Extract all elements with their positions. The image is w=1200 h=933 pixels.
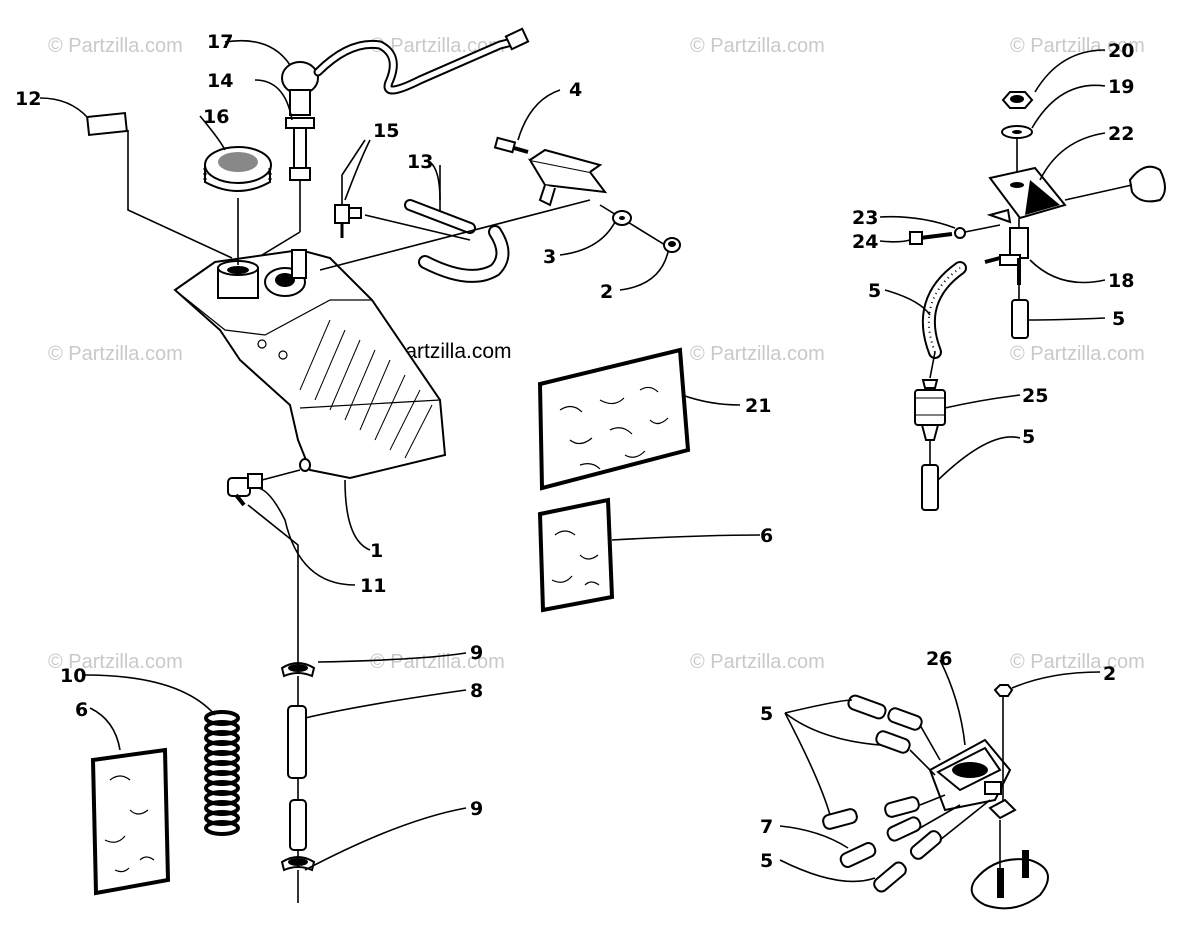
hose-clamp-lower — [280, 856, 316, 872]
watermark: © Partzilla.com — [1010, 651, 1145, 673]
tank-shading — [299, 319, 433, 459]
callout-6: 6 — [75, 699, 88, 721]
callout-9: 9 — [470, 798, 483, 820]
callout-3: 3 — [543, 246, 556, 268]
callout-5: 5 — [760, 850, 773, 872]
callout-21: 21 — [745, 395, 771, 417]
watermark: © Partzilla.com — [370, 651, 505, 673]
vent-fitting — [334, 204, 362, 238]
watermarks: © Partzilla.com © Partzilla.com © Partzi… — [48, 35, 1145, 673]
mounting-plate — [970, 858, 1049, 910]
callout-8: 8 — [470, 680, 483, 702]
spring — [204, 710, 240, 836]
fuel-pump — [928, 738, 1012, 812]
callout-24: 24 — [852, 231, 878, 253]
callout-12: 12 — [15, 88, 41, 110]
callout-11: 11 — [360, 575, 386, 597]
hose-clamp — [280, 662, 316, 678]
valve-knob — [1128, 165, 1166, 203]
callout-4: 4 — [569, 79, 582, 101]
callout-22: 22 — [1108, 123, 1134, 145]
callout-2: 2 — [1103, 663, 1116, 685]
decal — [86, 111, 128, 137]
watermark: © Partzilla.com — [690, 651, 825, 673]
fuel-valve-assembly — [909, 91, 1166, 511]
watermark: © Partzilla.com — [48, 651, 183, 673]
foam-pad-small-left — [90, 747, 171, 896]
callout-15: 15 — [373, 120, 399, 142]
callout-16: 16 — [203, 106, 229, 128]
fuel-valve — [984, 227, 1029, 285]
callout-26: 26 — [926, 648, 952, 670]
watermark: © Partzilla.com — [48, 343, 183, 365]
foam-pad-large — [537, 347, 691, 491]
watermark: © Partzilla.com — [690, 343, 825, 365]
pump-hoses — [822, 694, 943, 893]
watermark: © Partzilla.com — [690, 35, 825, 57]
callout-1: 1 — [370, 540, 383, 562]
watermark: © Partzilla.com — [370, 35, 505, 57]
callout-5: 5 — [760, 703, 773, 725]
fuel-filter — [914, 379, 946, 441]
callout-7: 7 — [760, 816, 773, 838]
vent-hose — [404, 199, 510, 283]
watermark: © Partzilla.com — [1010, 35, 1145, 57]
callout-17: 17 — [207, 31, 233, 53]
callout-2: 2 — [600, 281, 613, 303]
leader-lines — [39, 39, 1106, 883]
mounting-bracket — [493, 136, 608, 207]
callout-9: 9 — [470, 642, 483, 664]
callout-25: 25 — [1022, 385, 1048, 407]
callout-5: 5 — [1112, 308, 1125, 330]
oil-tank — [173, 248, 447, 480]
callout-13: 13 — [407, 151, 433, 173]
oil-level-sender — [281, 61, 319, 181]
callout-20: 20 — [1108, 40, 1134, 62]
callout-19: 19 — [1108, 76, 1134, 98]
oil-tank-cap — [203, 146, 272, 192]
fuel-hose-short — [921, 464, 939, 511]
oil-hose — [287, 705, 307, 779]
callout-6: 6 — [760, 525, 773, 547]
callout-14: 14 — [207, 70, 233, 92]
callout-23: 23 — [852, 207, 878, 229]
elbow-fitting — [227, 473, 263, 507]
callout-labels: 17 14 12 16 15 13 4 3 2 21 6 1 11 9 8 9 … — [15, 31, 1134, 872]
callout-5: 5 — [868, 280, 881, 302]
watermark: © Partzilla.com — [1010, 343, 1145, 365]
watermark: © Partzilla.com — [48, 35, 183, 57]
callout-18: 18 — [1108, 270, 1134, 292]
oil-tank-assembly — [86, 27, 691, 903]
foam-pad-small-center — [537, 497, 615, 613]
callout-5: 5 — [1022, 426, 1035, 448]
callout-10: 10 — [60, 665, 86, 687]
fuel-pump-assembly — [822, 684, 1049, 910]
